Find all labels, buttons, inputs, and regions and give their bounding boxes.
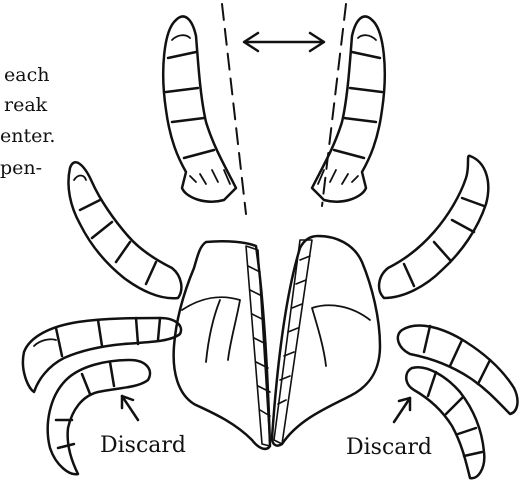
center-cut bbox=[246, 240, 312, 446]
discard-label-left: Discard bbox=[100, 433, 186, 458]
body-left-half bbox=[174, 241, 270, 449]
right-upper-leg bbox=[379, 156, 488, 298]
spread-arrow bbox=[244, 33, 324, 51]
right-lower-leg bbox=[406, 367, 484, 478]
left-claw bbox=[163, 17, 236, 202]
discard-arrow-right bbox=[394, 398, 410, 422]
body-right-half bbox=[272, 236, 380, 446]
left-middle-leg bbox=[23, 318, 181, 392]
discard-arrow-left bbox=[122, 396, 138, 420]
discard-label-right: Discard bbox=[346, 435, 432, 460]
left-upper-leg bbox=[68, 162, 181, 298]
right-claw bbox=[312, 17, 385, 202]
dashed-guides bbox=[222, 4, 346, 214]
